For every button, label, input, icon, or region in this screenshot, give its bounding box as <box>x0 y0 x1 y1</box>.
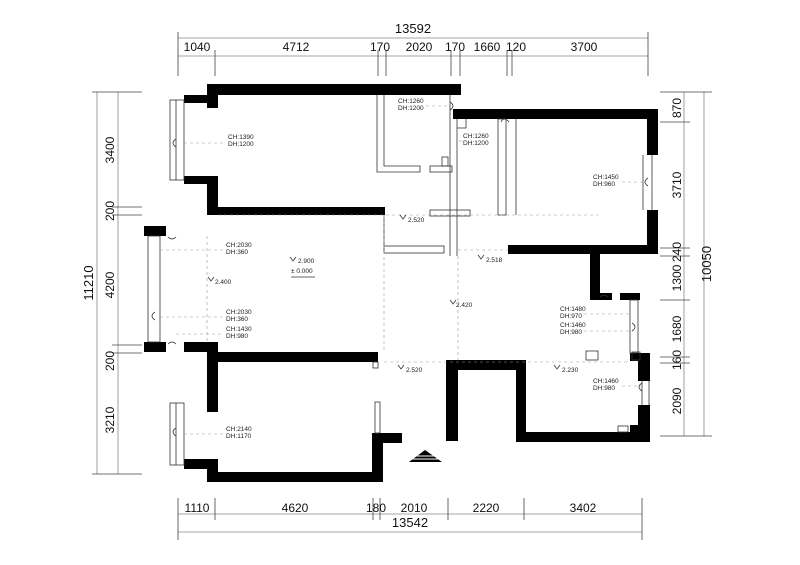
level-mark-3: 2.900 <box>298 258 315 265</box>
left-dim-5: 3210 <box>103 406 117 433</box>
window-label-1-dh: DH:1200 <box>228 141 254 148</box>
level-mark-1: 2.520 <box>408 217 425 224</box>
window-label-8-ch: CH:1480 <box>560 306 586 313</box>
bottom-dim-1: 1110 <box>185 501 210 515</box>
left-dim-3: 4200 <box>103 271 117 298</box>
window-label-6-ch: CH:2030 <box>226 309 252 316</box>
window-label-2-dh: DH:1200 <box>398 105 424 112</box>
window-label-5-dh: DH:360 <box>226 249 248 256</box>
walls <box>144 84 658 482</box>
left-dim-4: 200 <box>103 351 117 371</box>
bottom-dim-6: 3402 <box>570 501 597 515</box>
window-label-4-dh: DH:960 <box>593 181 615 188</box>
level-mark-5: 2.400 <box>215 279 232 286</box>
top-total-dimension: 13592 <box>395 21 431 36</box>
bottom-dim-2: 4620 <box>282 501 309 515</box>
right-dimensions: 870 3710 240 1300 1680 160 2090 10050 <box>660 91 714 437</box>
window-label-3-dh: DH:1200 <box>463 140 489 147</box>
bottom-dimensions: 1110 4620 180 2010 2220 3402 13542 <box>177 498 643 540</box>
right-dim-7: 2090 <box>670 387 684 414</box>
left-dimensions: 3400 200 4200 200 3210 11210 <box>81 91 142 475</box>
callout-leaders <box>160 105 643 435</box>
top-dim-8: 3700 <box>571 40 598 54</box>
window-label-8-dh: DH:970 <box>560 313 582 320</box>
top-dim-6: 1660 <box>474 40 501 54</box>
bottom-total-dimension: 13542 <box>392 515 428 530</box>
top-dim-5: 170 <box>445 40 465 54</box>
window-label-9-ch: CH:1460 <box>560 322 586 329</box>
window-label-6-dh: DH:360 <box>226 316 248 323</box>
level-marks: 2.520 2.518 2.900 ± 0.000 2.400 2.420 2.… <box>207 214 579 374</box>
window-label-1-ch: CH:1390 <box>228 134 254 141</box>
right-dim-4: 1300 <box>670 264 684 291</box>
window-markers <box>151 101 649 437</box>
top-dim-3: 170 <box>370 40 390 54</box>
bottom-dim-3: 180 <box>366 501 386 515</box>
top-dim-2: 4712 <box>283 40 310 54</box>
right-dim-2: 3710 <box>670 171 684 198</box>
window-label-2-ch: CH:1260 <box>398 98 424 105</box>
top-dim-4: 2020 <box>406 40 433 54</box>
window-label-7-dh: DH:980 <box>226 333 248 340</box>
top-dim-1: 1040 <box>184 40 211 54</box>
window-label-5-ch: CH:2030 <box>226 242 252 249</box>
right-dim-3: 240 <box>670 242 684 262</box>
left-dim-2: 200 <box>103 201 117 221</box>
left-dim-1: 3400 <box>103 136 117 163</box>
top-dim-7: 120 <box>506 40 526 54</box>
window-label-10-ch: CH:1460 <box>593 378 619 385</box>
right-dim-1: 870 <box>670 98 684 118</box>
thin-lines <box>147 95 653 466</box>
window-labels: CH:1390 DH:1200 CH:1260 DH:1200 CH:1260 … <box>226 98 619 440</box>
level-mark-4: ± 0.000 <box>291 268 313 275</box>
window-label-10-dh: DH:980 <box>593 385 615 392</box>
top-dimensions: 13592 1040 4712 170 2020 170 1660 120 37… <box>177 21 649 76</box>
left-total-dimension: 11210 <box>81 265 96 300</box>
window-label-9-dh: DH:980 <box>560 329 582 336</box>
window-label-11-dh: DH:1170 <box>226 433 252 440</box>
window-label-4-ch: CH:1450 <box>593 174 619 181</box>
window-label-11-ch: CH:2140 <box>226 426 252 433</box>
level-mark-2: 2.518 <box>486 257 503 264</box>
window-label-3-ch: CH:1260 <box>463 133 489 140</box>
right-dim-5: 1680 <box>670 315 684 342</box>
right-dim-6: 160 <box>670 350 684 370</box>
level-mark-7: 2.520 <box>406 367 423 374</box>
window-label-7-ch: CH:1430 <box>226 326 252 333</box>
level-mark-8: 2.230 <box>562 367 579 374</box>
bottom-dim-5: 2220 <box>473 501 500 515</box>
bottom-dim-4: 2010 <box>401 501 428 515</box>
level-mark-6: 2.420 <box>456 302 473 309</box>
entrance-arrow-icon <box>409 450 442 462</box>
right-total-dimension: 10050 <box>699 246 714 282</box>
